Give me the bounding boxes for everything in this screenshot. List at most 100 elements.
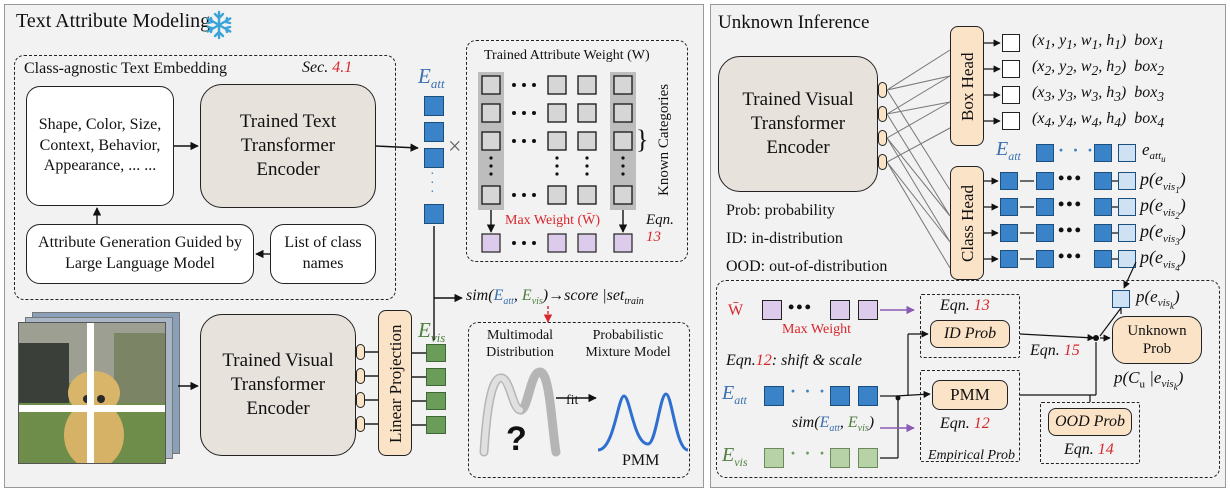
e-vis-row-label: Evis [722,444,748,469]
box-coords-4: (x4, y4, w4, h4) box4 [1032,110,1165,131]
weight-matrix [481,75,633,205]
class-dots: ••• [1058,168,1083,188]
p-evisk-cell [1112,290,1130,308]
class-cell [1094,224,1112,242]
sim-formula-right: sim(Eatt, Evis) [792,414,875,435]
max-weight-cell [858,300,878,320]
e-att-right-cell [1094,144,1112,162]
eqn-15: Eqn. 15 [1030,342,1080,359]
box-head: Box Head [950,26,984,146]
weight-matrix-dots [489,83,625,197]
visual-encoder-left-label: Trained Visual Transformer Encoder [222,350,334,419]
max-weight-cell [762,300,782,320]
snowflake-icon [204,10,234,40]
fit-label: fit [566,393,579,408]
visual-encoder-token [356,416,365,432]
max-weight-row [481,233,633,253]
class-cell [1000,224,1018,242]
class-cell [1000,172,1018,190]
class-cell [1094,172,1112,190]
e-vis-cell [426,416,446,434]
llm-box-label: Attribute Generation Guided by Large Lan… [38,234,242,272]
encoder-token [878,82,887,98]
e-att-row-label: Eatt [722,382,747,407]
e-vis-row-cell [764,448,784,468]
attributes-text: Shape, Color, Size, Context, Behavior, A… [38,115,162,175]
empirical-prob-label: Empirical Prob [928,448,1015,463]
unknown-prob-box: Unknown Prob [1112,316,1202,364]
box-coords-1: (x1, y1, w1, h1) box1 [1032,32,1165,53]
e-vis-row-cell [858,448,878,468]
attributes-box: Shape, Color, Size, Context, Behavior, A… [26,86,174,206]
class-cell-unknown [1118,198,1136,216]
e-att-right-cell [1036,144,1054,162]
class-prob-2: p(evis2) [1140,195,1186,221]
known-categories-brace: } [636,125,649,154]
distribution-box [468,322,690,478]
box-output [1002,60,1020,78]
linear-projection: Linear Projection [378,310,412,456]
class-prob-3: p(evis3) [1140,221,1186,247]
e-vis-label: Evis [418,318,446,346]
e-att-row-dots: · · · [790,381,828,401]
e-att-cell [424,148,444,168]
question-mark: ? [506,420,527,458]
pmm-curve [597,392,689,452]
class-dots: ••• [1058,194,1083,214]
class-cell [1000,250,1018,268]
dog-photo [18,322,166,464]
class-cell [1000,198,1018,216]
class-cell [1036,172,1054,190]
class-names-label: List of class names [284,234,362,272]
weight-box [466,40,688,262]
class-cell [1094,198,1112,216]
box-output [1002,34,1020,52]
box-output [1002,86,1020,104]
class-prob-4: p(evis4) [1140,247,1186,273]
e-vis-cell [426,392,446,410]
p-cu-label: p(Cu |evisk) [1114,368,1184,393]
visual-encoder-token [356,368,365,384]
weight-box-title: Trained Attribute Weight (W) [484,48,650,63]
class-cell-unknown [1118,172,1136,190]
e-att-row-cell [764,386,784,406]
p-evisk-label: p(evisk) [1136,287,1180,312]
class-head: Class Head [950,166,984,280]
eqn-13-right: Eqn. 13 [940,297,990,314]
max-weight-caption: Max Weight [782,322,851,337]
class-cell [1094,250,1112,268]
encoder-token [878,130,887,146]
max-weight-label: Max Weight (W̄) [505,213,601,228]
visual-encoder-token [356,344,365,360]
encoder-token [878,154,887,170]
e-att-row-cell [858,386,878,406]
class-dots: ••• [1058,220,1083,240]
pmm-group [920,370,1020,462]
eqn-13-ref: Eqn.13 [646,212,674,245]
text-encoder: Trained Text Transformer Encoder [200,84,376,208]
class-prob-1: p(evis1) [1140,169,1186,195]
class-cell [1036,198,1054,216]
pmm-label: PMM [622,452,660,469]
id-prob-group [920,294,1020,358]
pmm-box: PMM [932,380,1008,410]
e-att-right-dots: · · · [1058,140,1096,160]
class-cell-unknown [1118,250,1136,268]
encoder-token [878,106,887,122]
visual-encoder-right-label: Trained Visual Transformer Encoder [742,89,854,158]
ood-prob-box: OOD Prob [1048,408,1132,436]
llm-box: Attribute Generation Guided by Large Lan… [26,224,254,284]
id-prob-box: ID Prob [930,320,1010,348]
visual-encoder-right: Trained Visual Transformer Encoder [718,56,878,192]
max-weight-cell [830,300,850,320]
input-image-stack [18,312,180,464]
section-ref: Sec. 4.1 [302,59,353,76]
legend-ood: OOD: out-of-distribution [726,258,888,275]
head-connections [886,49,951,269]
class-cell [1036,224,1054,242]
arrow-encoder-to-eatt [375,143,419,152]
e-att-cell [424,204,444,224]
box-output [1002,112,1020,130]
e-att-row-cell [830,386,850,406]
